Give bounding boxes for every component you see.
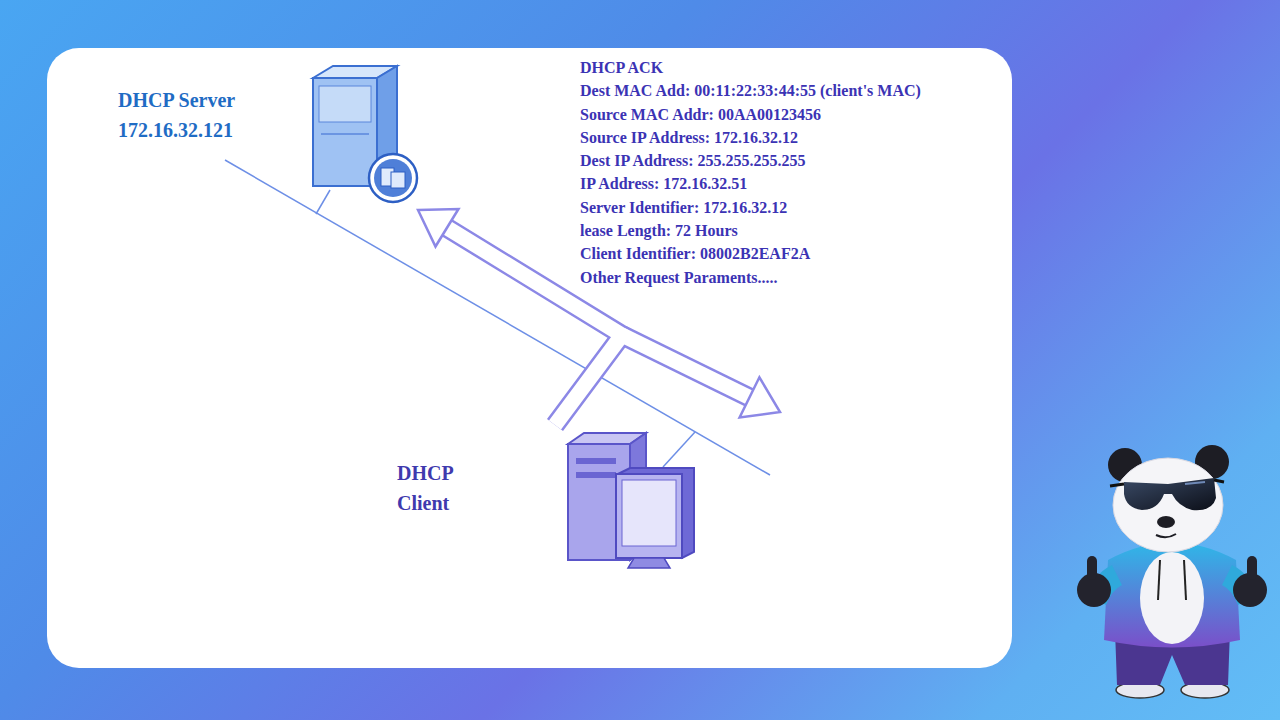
client-monitor [616,468,694,568]
packet-field: Other Request Paraments..... [580,266,921,289]
packet-field: Source MAC Addr: 00AA00123456 [580,103,921,126]
packet-field: lease Length: 72 Hours [580,219,921,242]
packet-field: Dest MAC Add: 00:11:22:33:44:55 (client'… [580,79,921,102]
server-node: DHCP Server 172.16.32.121 [110,58,430,210]
branch-arrowhead [740,377,780,417]
packet-field: Dest IP Address: 255.255.255.255 [580,149,921,172]
packet-field: Source IP Address: 172.16.32.12 [580,126,921,149]
packet-field: IP Address: 172.16.32.51 [580,172,921,195]
arrowhead [418,209,458,247]
client-computer-icon [560,428,700,573]
broadcast-branch [622,335,750,397]
packet-title: DHCP ACK [580,56,921,79]
packet-field: Client Identifier: 08002B2EAF2A [580,242,921,265]
server-tower [313,66,397,186]
node-label: DHCP Client [397,458,469,518]
client-tap [663,432,695,467]
server-tap [316,190,330,214]
branch-outline [622,335,750,397]
packet-field: Server Identifier: 172.16.32.12 [580,196,921,219]
client-node: DHCP Client [388,425,700,575]
server-icon [305,60,430,208]
server-badge [369,154,417,202]
branch-fill [622,335,750,397]
node-label: DHCP Server 172.16.32.121 [118,85,293,145]
